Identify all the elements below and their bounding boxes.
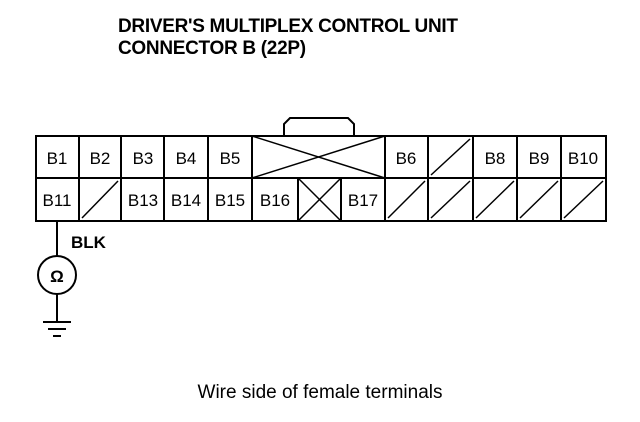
blocked-area-x xyxy=(251,135,386,179)
terminal-label: B2 xyxy=(90,149,111,168)
terminal-label: B15 xyxy=(215,191,245,210)
ground-icon xyxy=(43,321,71,337)
terminal-label: B5 xyxy=(220,149,241,168)
ohm-symbol: Ω xyxy=(50,267,64,286)
terminal-label: B3 xyxy=(133,149,154,168)
terminal-label: B14 xyxy=(171,191,201,210)
blocked-cell-x xyxy=(297,177,342,222)
ohmmeter-icon: Ω xyxy=(37,255,77,295)
diagram-title-line2: CONNECTOR B (22P) xyxy=(118,38,306,59)
terminal-label: B17 xyxy=(348,191,378,210)
connector-lock-tab xyxy=(283,117,355,136)
empty-cavity-slashes xyxy=(81,138,604,219)
terminal-label: B4 xyxy=(176,149,197,168)
diagram-caption: Wire side of female terminals xyxy=(197,382,443,403)
terminal-label: B8 xyxy=(485,149,506,168)
terminal-label: B11 xyxy=(43,191,72,210)
terminal-label: B6 xyxy=(396,149,417,168)
diagram-title-line1: DRIVER'S MULTIPLEX CONTROL UNIT xyxy=(118,16,458,37)
terminal-label: B1 xyxy=(47,149,68,168)
terminal-label: B9 xyxy=(529,149,550,168)
terminal-label: B16 xyxy=(260,191,290,210)
terminal-label: B13 xyxy=(128,191,158,210)
terminal-label: B10 xyxy=(568,149,598,168)
wire-color-label: BLK xyxy=(71,233,107,252)
